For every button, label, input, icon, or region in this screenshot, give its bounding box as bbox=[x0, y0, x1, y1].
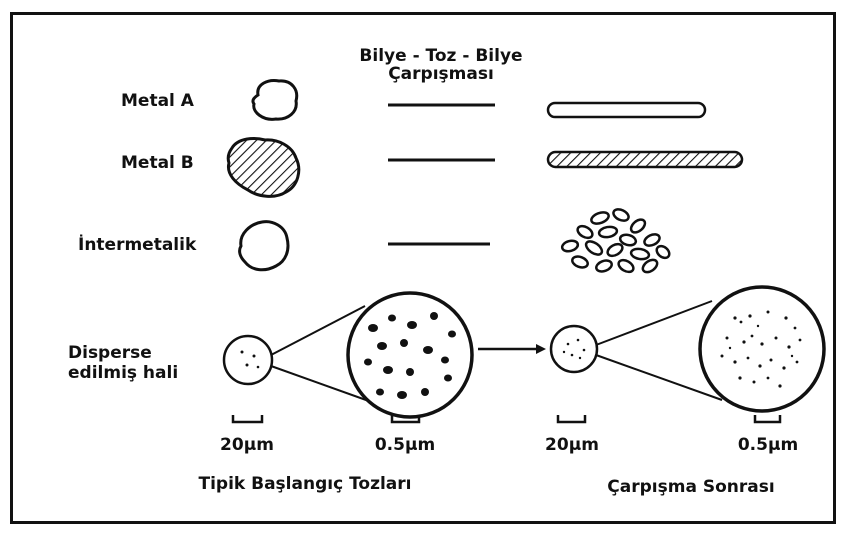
scale-bar-3 bbox=[558, 415, 585, 422]
magnified-circle-left bbox=[348, 293, 472, 417]
metal-a-particle bbox=[253, 81, 297, 120]
header-line-1: Bilye - Toz - Bilye bbox=[330, 46, 552, 66]
disperse-small-circle-left bbox=[224, 336, 272, 384]
footer-label-left: Tipik Başlangıç Tozları bbox=[170, 474, 440, 494]
process-arrowhead bbox=[536, 344, 546, 354]
scale-label-2: 0.5µm bbox=[355, 435, 455, 455]
label-metal-b: Metal B bbox=[121, 153, 194, 173]
metal-a-flattened-particle bbox=[548, 103, 705, 117]
disperse-small-circle-right bbox=[551, 326, 597, 372]
label-intermetalik: İntermetalik bbox=[78, 235, 196, 255]
scale-label-3: 20µm bbox=[522, 435, 622, 455]
intermetalik-particle bbox=[240, 222, 288, 270]
scale-bar-1 bbox=[233, 415, 262, 422]
metal-b-flattened-particle bbox=[548, 152, 742, 167]
metal-b-particle bbox=[228, 139, 299, 197]
label-disperse-line-2: edilmiş hali bbox=[68, 363, 178, 383]
label-metal-a: Metal A bbox=[121, 91, 194, 111]
label-disperse-line-1: Disperse bbox=[68, 343, 152, 363]
magnified-circle-right bbox=[700, 287, 824, 411]
scale-label-4: 0.5µm bbox=[718, 435, 818, 455]
magnify-line-upper-right bbox=[596, 301, 712, 345]
scale-bar-4 bbox=[755, 415, 780, 422]
fragmented-particles bbox=[561, 207, 672, 275]
footer-label-right: Çarpışma Sonrası bbox=[556, 477, 826, 497]
header-line-2: Çarpışması bbox=[330, 64, 552, 84]
scale-label-1: 20µm bbox=[197, 435, 297, 455]
